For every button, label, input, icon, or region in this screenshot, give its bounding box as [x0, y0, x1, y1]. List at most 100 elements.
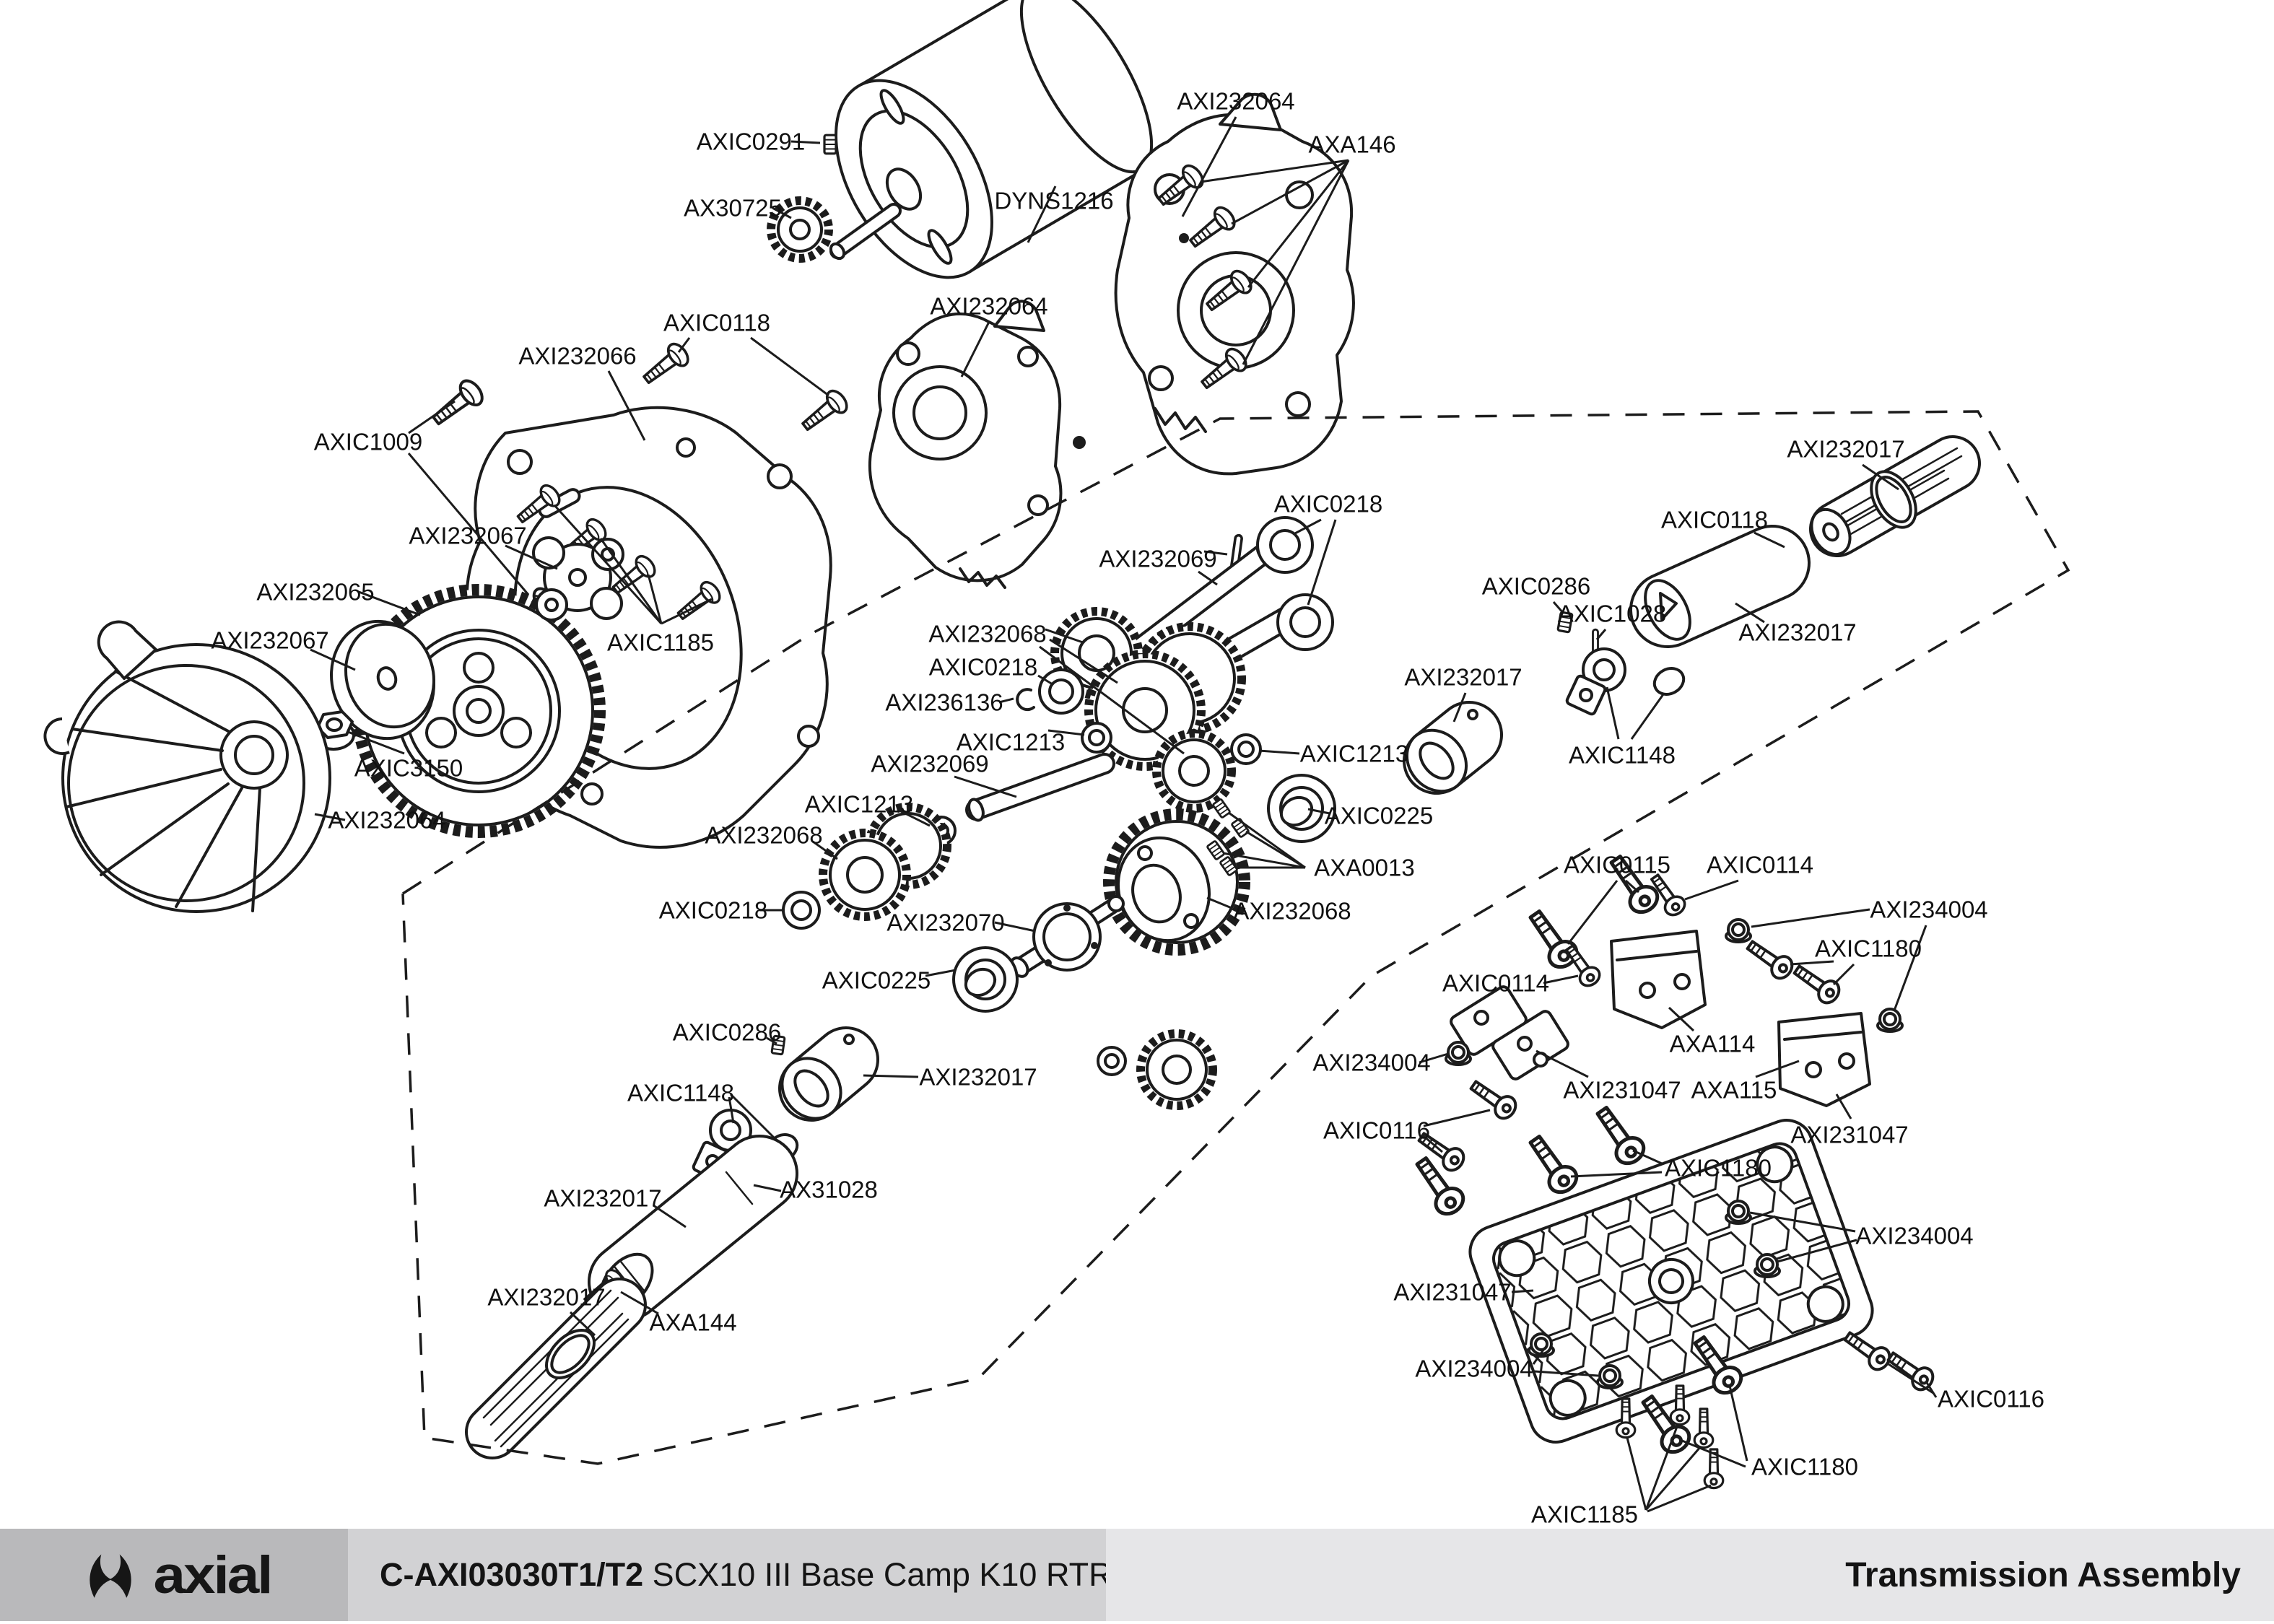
leader-line [729, 1093, 780, 1143]
screw [426, 375, 488, 433]
leader-line [766, 1036, 777, 1045]
leader-line [1242, 160, 1350, 365]
leader-line [998, 697, 1014, 704]
leader-line [1039, 645, 1185, 755]
flange-nut [1876, 1008, 1904, 1033]
transmission-mount-rear [1777, 1012, 1871, 1107]
sheet-code-block: C-AXI03030T1/T2 SCX10 III Base Camp K10 … [348, 1529, 1112, 1621]
leader-line [1206, 896, 1232, 909]
flange-nut [1725, 1200, 1752, 1225]
leader-line [408, 400, 456, 435]
sheet-title-block: Transmission Assembly [1106, 1529, 2274, 1621]
leader-line [1543, 974, 1579, 985]
leader-line [310, 648, 356, 671]
leader-line [1047, 729, 1085, 736]
leader-line [1037, 674, 1053, 686]
leader-line [1777, 1239, 1857, 1263]
leader-line [1532, 1349, 1545, 1365]
leader-line [1735, 602, 1765, 624]
logo-block: axial [0, 1529, 348, 1621]
coupler-cup-right [1403, 701, 1503, 795]
screw [1703, 1448, 1725, 1490]
screw [637, 339, 694, 391]
leader-line [900, 810, 931, 827]
leader-line [358, 590, 421, 616]
leader-line [1307, 519, 1337, 606]
parts-artwork [43, 0, 1981, 1490]
leader-line [1625, 879, 1639, 894]
set-screw [770, 1034, 786, 1056]
leader-line [1790, 960, 1834, 966]
leader-line [1419, 1052, 1449, 1064]
leader-line [1925, 1381, 1938, 1398]
leader-line [1222, 852, 1306, 869]
leader-line [1231, 159, 1349, 225]
leader-line [1751, 908, 1870, 928]
flange-nut [1725, 918, 1752, 943]
pinion-gear [767, 196, 833, 263]
slipper-pad-disc [330, 619, 435, 741]
screw [1523, 1131, 1582, 1197]
leader-line [1535, 1049, 1589, 1078]
leader-line [863, 1074, 919, 1078]
leader-line [812, 840, 838, 860]
leader-line [347, 730, 405, 755]
screw [1590, 1102, 1649, 1169]
leader-line [772, 206, 792, 219]
set-screw [1556, 611, 1574, 634]
leader-line [753, 1184, 782, 1192]
dashed-boundary [401, 410, 2070, 1465]
splined-slider-shaft-left [465, 1278, 647, 1459]
leader-line [728, 1096, 735, 1124]
screw [1839, 1325, 1896, 1375]
c-clip [1016, 688, 1035, 712]
leader-line [1647, 1484, 1712, 1513]
leader-line [750, 336, 829, 397]
leader-line [954, 775, 1017, 798]
leader-line [1893, 925, 1927, 1011]
bearing-bore [1088, 729, 1105, 746]
leader-line [1835, 1093, 1852, 1119]
leader-line [1626, 1437, 1647, 1511]
set-screw [823, 134, 837, 155]
leader-line [653, 1204, 687, 1228]
leader-line [1668, 1006, 1695, 1032]
bearing-flanged-right [1267, 774, 1336, 843]
screw [1741, 934, 1798, 984]
leader-line [1749, 1211, 1856, 1233]
bearing-flanged-left [952, 946, 1019, 1013]
leader-line [1228, 811, 1306, 869]
leader-line [1681, 1439, 1746, 1468]
leader-line [1728, 1385, 1748, 1462]
leader-line [1452, 692, 1467, 722]
output-hub [1009, 895, 1125, 978]
leader-line [925, 969, 957, 977]
main-gear-45t [1103, 808, 1250, 956]
leader-line [1534, 1370, 1599, 1377]
leader-line [1888, 1363, 1934, 1394]
leader-line [1684, 879, 1739, 901]
flange-nut [1445, 1041, 1472, 1066]
boundary-dashed-line [401, 410, 2070, 1465]
leader-line [1049, 638, 1118, 684]
leader-line [599, 538, 663, 624]
axial-logo-icon [89, 1554, 131, 1598]
flange-nut [1754, 1253, 1781, 1278]
leader-line [1181, 116, 1237, 217]
reference-dot [1073, 436, 1086, 449]
leader-line [1644, 1446, 1702, 1511]
bearing-bore [1048, 678, 1074, 704]
leader-line [1045, 628, 1084, 644]
bearing-bore [1237, 741, 1255, 758]
motor [829, 0, 1154, 279]
leader-line [1644, 1424, 1679, 1511]
leader-line [1570, 1171, 1663, 1178]
gear-cover [43, 620, 331, 913]
leader-line [1423, 1135, 1443, 1153]
leader-line [1630, 694, 1665, 740]
leader-line [620, 1291, 659, 1315]
leader-line [1293, 518, 1322, 536]
leader-line [1307, 808, 1330, 815]
leader-line [1606, 686, 1620, 740]
